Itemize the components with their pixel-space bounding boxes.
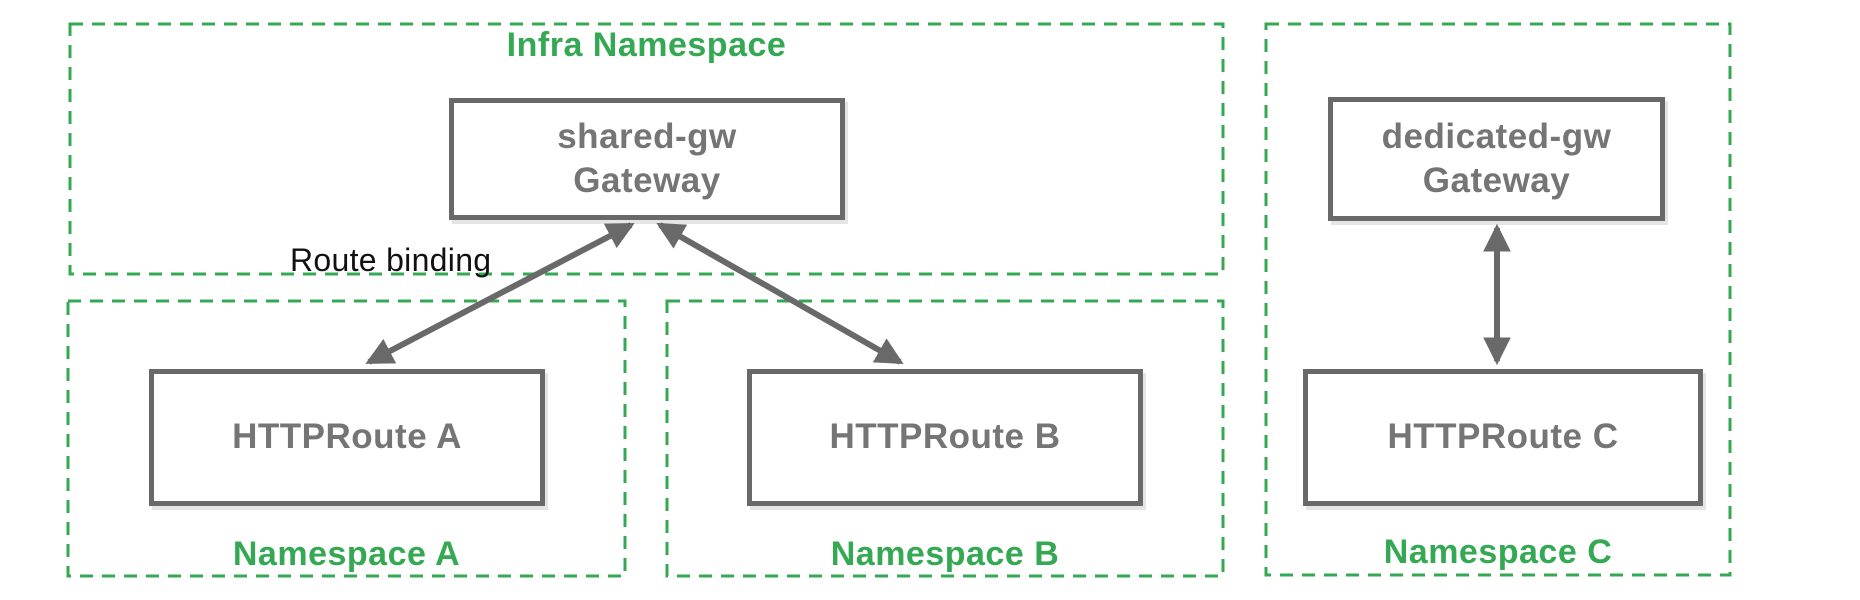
namespace-a-title: Namespace A (232, 535, 461, 573)
namespace-c-border (1264, 22, 1732, 577)
httproute-a-label: HTTPRoute A (232, 417, 462, 457)
route-b-binding-arrow (656, 222, 904, 365)
namespace-b-title: Namespace B (830, 535, 1060, 573)
dedicated-gateway-name: dedicated-gw (1381, 116, 1612, 156)
httproute-b-label: HTTPRoute B (829, 417, 1061, 457)
namespace-c-title: Namespace C (1383, 533, 1613, 571)
dedicated-gateway-node: dedicated-gw Gateway (1328, 97, 1665, 221)
httproute-b-node: HTTPRoute B (747, 369, 1143, 506)
httproute-c-node: HTTPRoute C (1303, 369, 1703, 506)
route-a-binding-arrow (365, 222, 635, 365)
shared-gateway-node: shared-gw Gateway (449, 98, 845, 220)
infra-namespace-border (68, 22, 1225, 276)
shared-gateway-name: shared-gw (557, 116, 737, 156)
httproute-a-node: HTTPRoute A (149, 369, 545, 506)
httproute-c-label: HTTPRoute C (1387, 417, 1619, 457)
dedicated-gateway-kind: Gateway (1422, 161, 1571, 200)
namespace-b-border (665, 299, 1225, 578)
infra-namespace-title: Infra Namespace (506, 26, 787, 64)
shared-gateway-kind: Gateway (573, 161, 721, 200)
namespace-a-border (66, 299, 627, 578)
route-binding-label: Route binding (290, 242, 492, 278)
